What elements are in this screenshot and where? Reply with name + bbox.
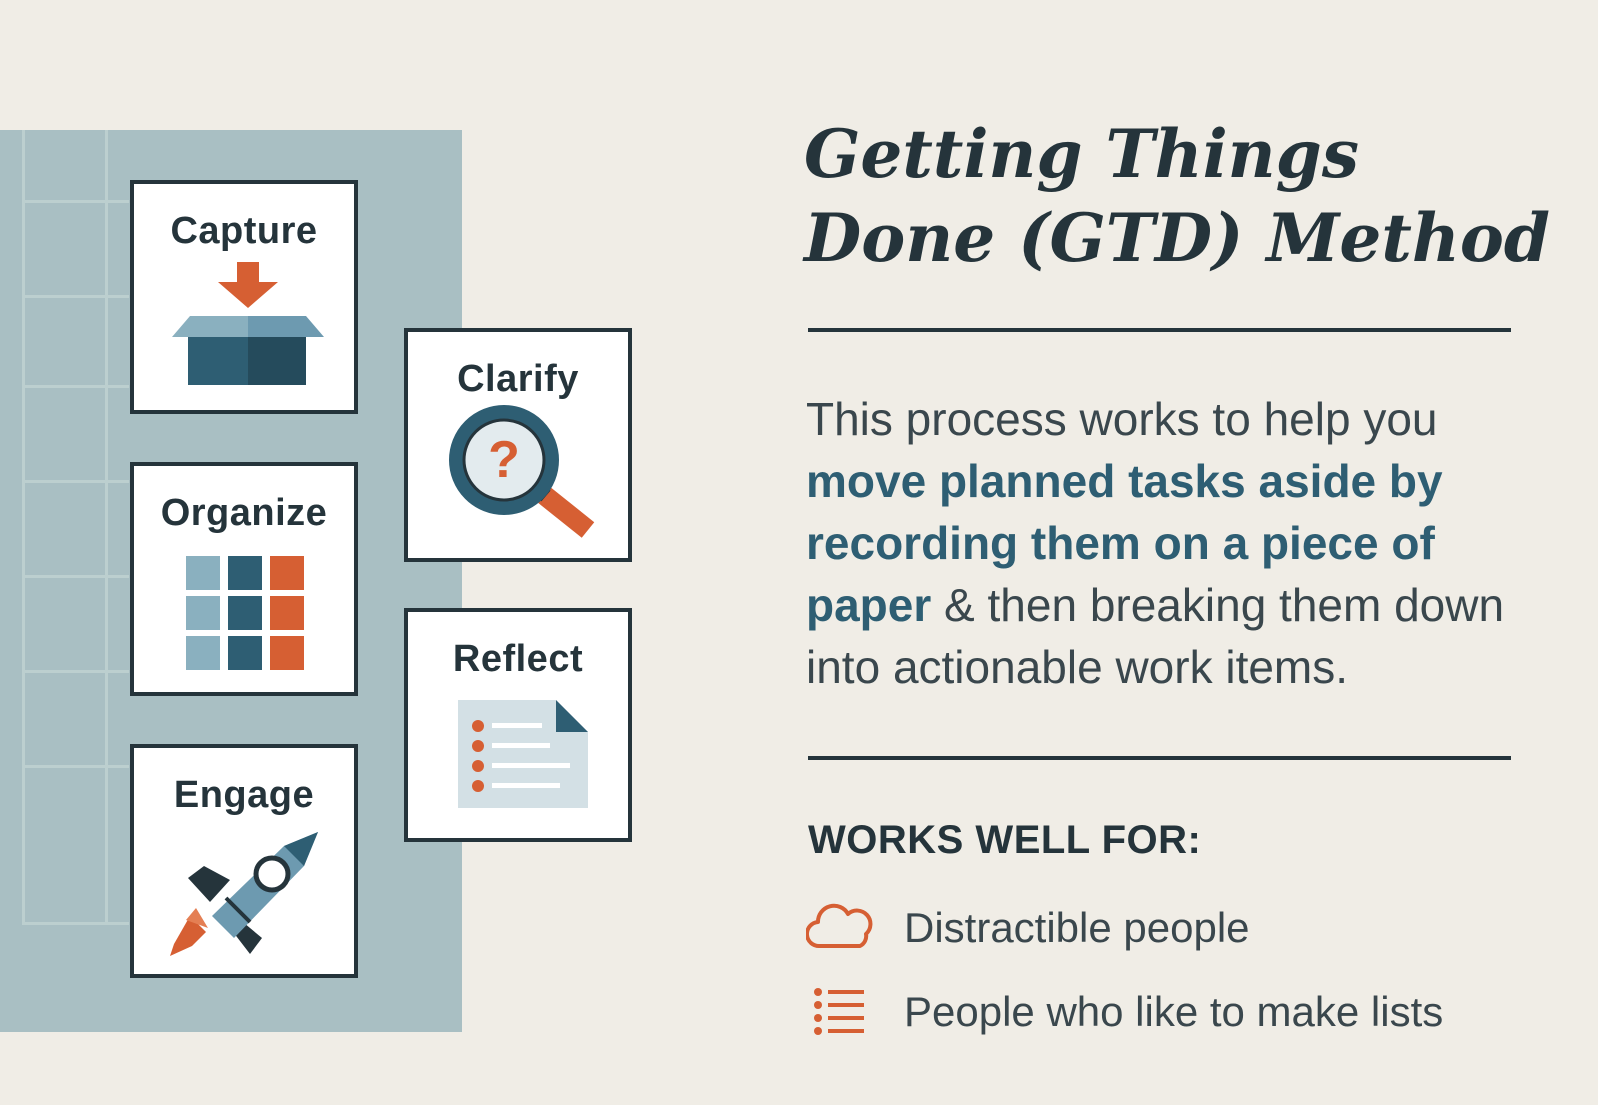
step-card-organize: Organize bbox=[130, 462, 358, 696]
works-well-item-lists: People who like to make lists bbox=[806, 982, 1443, 1042]
list-icon bbox=[814, 988, 864, 1035]
divider-bottom bbox=[808, 756, 1511, 760]
description-lead: This process works to help you bbox=[806, 393, 1438, 445]
magnifier-question-icon: ? bbox=[449, 405, 595, 538]
works-well-item-text: Distractible people bbox=[904, 904, 1250, 951]
step-card-clarify: Clarify ? bbox=[404, 328, 632, 562]
description: This process works to help you move plan… bbox=[806, 388, 1526, 698]
page-title: Getting Things Done (GTD) Method bbox=[804, 112, 1564, 280]
box-with-arrow-icon bbox=[172, 262, 324, 385]
description-highlight: move planned tasks aside by recording th… bbox=[806, 455, 1443, 631]
step-card-engage: Engage bbox=[130, 744, 358, 978]
works-well-item-text: People who like to make lists bbox=[904, 988, 1444, 1035]
svg-text:?: ? bbox=[488, 431, 520, 489]
grid-blocks-icon bbox=[186, 556, 304, 670]
document-list-icon bbox=[458, 700, 588, 808]
description-tail: & then breaking them down into actionabl… bbox=[806, 579, 1505, 693]
step-label-reflect: Reflect bbox=[452, 638, 584, 680]
divider-top bbox=[808, 328, 1511, 332]
works-well-item-distractible: Distractible people bbox=[806, 898, 1250, 958]
step-card-capture: Capture bbox=[130, 180, 358, 414]
step-label-clarify: Clarify bbox=[457, 358, 579, 400]
step-label-capture: Capture bbox=[170, 210, 318, 252]
step-card-reflect: Reflect bbox=[404, 608, 632, 842]
rocket-icon bbox=[170, 832, 318, 956]
title-line-2: Done (GTD) Method bbox=[804, 199, 1551, 277]
background-grid bbox=[22, 130, 129, 925]
step-label-organize: Organize bbox=[160, 492, 328, 534]
cloud-icon bbox=[806, 903, 873, 949]
works-well-heading: WORKS WELL FOR: bbox=[808, 818, 1202, 862]
title-line-1: Getting Things bbox=[804, 115, 1359, 193]
step-label-engage: Engage bbox=[173, 774, 315, 816]
